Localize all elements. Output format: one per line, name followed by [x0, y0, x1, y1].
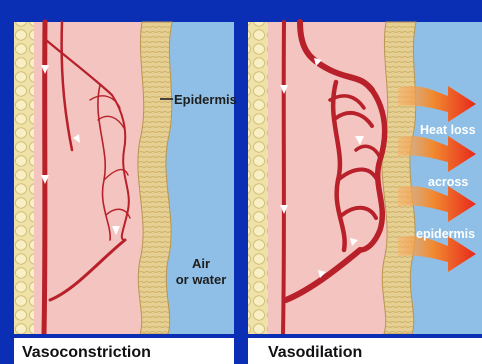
dermis-left [32, 22, 144, 334]
heat-loss-label-line2: across [428, 175, 468, 189]
air-label-line1: Air [192, 256, 210, 271]
caption-vasodilation: Vasodilation [268, 344, 362, 361]
fat-layer-left [14, 22, 34, 334]
epidermis-label: Epidermis [174, 92, 237, 107]
air-label-line2: or water [176, 272, 227, 287]
heat-loss-label-line3: epidermis [416, 227, 475, 241]
epidermis-left [138, 22, 172, 334]
epidermis-right [382, 22, 416, 334]
fat-layer-right [248, 22, 268, 334]
heat-loss-label-line1: Heat loss [420, 123, 476, 137]
panel-vasodilation: Heat loss across epidermis [248, 22, 482, 334]
caption-vasoconstriction: Vasoconstriction [22, 344, 151, 361]
panel-vasoconstriction: Epidermis Air or water [14, 22, 237, 334]
